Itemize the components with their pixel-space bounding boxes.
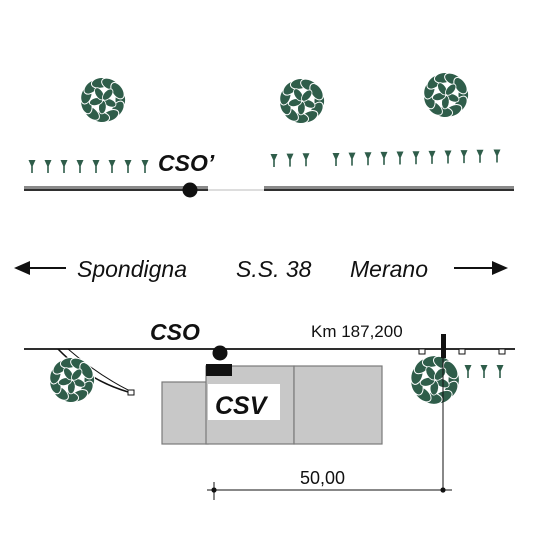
grass-tick-icon <box>460 150 468 164</box>
arrow-right-icon <box>454 261 508 275</box>
km-post <box>441 334 446 358</box>
grass-tick-icon <box>364 152 372 166</box>
top-section: CSO’ <box>24 72 514 198</box>
tree-icon <box>410 355 460 405</box>
east-direction-label: Merano <box>350 256 428 282</box>
marker-square-1 <box>418 348 426 355</box>
grass-tick-icon <box>44 160 52 173</box>
grass-tick-icon <box>286 153 294 167</box>
top-grass-ticks <box>28 149 501 173</box>
top-gray-band-right <box>264 186 514 191</box>
grass-tick-icon <box>92 160 100 173</box>
marker-square-3 <box>498 348 506 355</box>
building-right <box>293 365 383 445</box>
dimension-dot-left <box>211 487 217 493</box>
dimension-label: 50,00 <box>300 468 345 488</box>
km-label: Km 187,200 <box>311 322 403 341</box>
grass-tick-icon <box>60 160 68 173</box>
top-trees <box>80 72 470 124</box>
grass-tick-icon <box>332 152 340 166</box>
dimension-dot-right <box>440 487 446 493</box>
grass-tick-icon <box>380 151 388 165</box>
bottom-grass-ticks <box>464 365 504 378</box>
marker-square-2 <box>458 348 466 355</box>
tree-icon <box>423 72 470 118</box>
tree-icon <box>279 78 326 124</box>
grass-tick-icon <box>108 160 116 173</box>
branch-curve-inner <box>67 348 131 392</box>
top-gray-band-left <box>24 186 208 191</box>
grass-tick-icon <box>396 151 404 165</box>
grass-tick-icon <box>124 160 132 173</box>
grass-tick-icon <box>302 153 310 167</box>
grass-tick-icon <box>270 154 278 167</box>
grass-tick-icon <box>76 160 84 173</box>
building-left <box>161 381 209 445</box>
grass-tick-icon <box>464 365 472 378</box>
grass-tick-icon <box>476 149 484 163</box>
cso-label: CSO <box>150 319 200 345</box>
csv-label: CSV <box>215 392 269 420</box>
grass-tick-icon <box>428 150 436 164</box>
arrow-left-icon <box>14 261 66 275</box>
grass-tick-icon <box>480 365 488 378</box>
grass-tick-icon <box>348 152 356 166</box>
tree-icon <box>49 357 96 403</box>
grass-tick-icon <box>496 365 504 378</box>
grass-tick-icon <box>141 160 149 173</box>
road-name-label: S.S. 38 <box>236 256 312 282</box>
bottom-section: CSV CSO Km 187,200 50,00 <box>24 319 515 500</box>
node-dot-icon <box>212 345 228 361</box>
csv-label-box <box>208 384 280 420</box>
tree-icon <box>80 77 127 123</box>
grass-tick-icon <box>28 160 36 173</box>
grass-tick-icon <box>493 149 501 163</box>
node-dot-icon <box>182 182 198 198</box>
road-row: Spondigna S.S. 38 Merano <box>14 256 508 282</box>
west-direction-label: Spondigna <box>77 256 187 282</box>
grass-tick-icon <box>444 150 452 164</box>
cso-prime-label: CSO’ <box>158 150 215 176</box>
branch-end-marker <box>127 389 135 396</box>
station-block <box>206 364 232 376</box>
grass-tick-icon <box>412 151 420 165</box>
